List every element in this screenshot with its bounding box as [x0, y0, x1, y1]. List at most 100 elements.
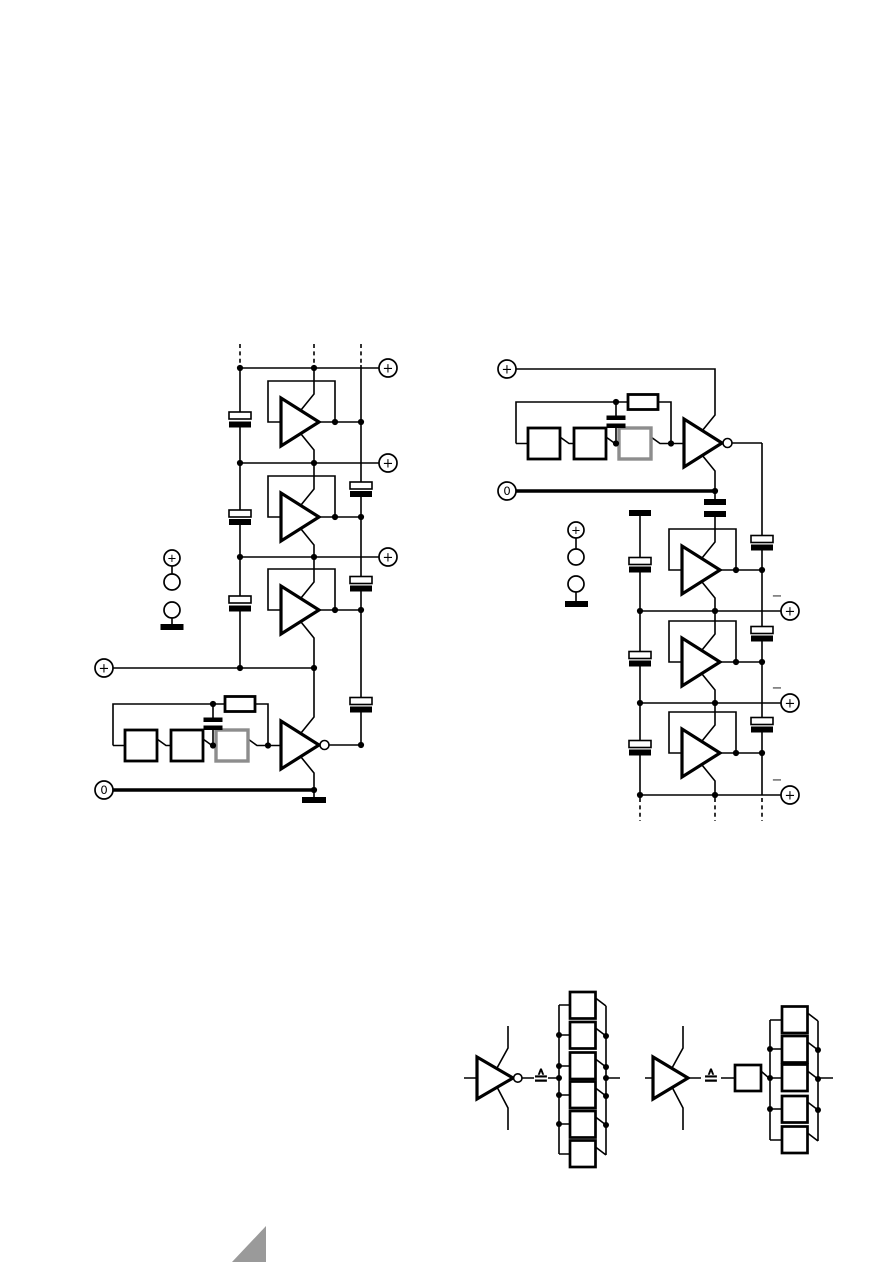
connector-plus-label: + — [167, 551, 177, 565]
capacitor-plate — [629, 566, 651, 573]
terminal-plus-label: + — [99, 662, 110, 677]
pump-capacitor — [628, 556, 652, 573]
capacitor-plate — [350, 491, 372, 497]
capacitor-plate — [704, 499, 726, 505]
inverter-gate-box — [780, 1005, 809, 1035]
positive-voltage-multiplier-circuit: + + + + — [94, 344, 398, 803]
inverter-gate-box — [568, 1109, 597, 1139]
terminal-zero-label: 0 — [100, 783, 107, 797]
capacitor-plate — [228, 595, 252, 604]
terminal-circle — [378, 453, 398, 473]
capacitor-plate — [350, 585, 372, 592]
inverter-gate-box — [568, 1020, 597, 1050]
logic-gate-box — [526, 426, 562, 461]
pump-capacitor — [628, 739, 652, 756]
logic-gate-box — [572, 426, 608, 461]
inverter-gate-box — [568, 1051, 597, 1081]
inverter-gate-box — [780, 1094, 809, 1124]
capacitor-plate — [349, 575, 373, 585]
equivalence-diagram-inverting: ≙ — [464, 990, 620, 1169]
inverter-gate-box — [568, 1139, 597, 1169]
page-corner-fold-icon — [232, 1226, 266, 1262]
inverter-gate-box — [568, 1080, 597, 1110]
parallel-gate-stack — [568, 990, 597, 1169]
resistor — [223, 695, 257, 713]
terminal-circle — [780, 785, 800, 805]
capacitor-plate — [628, 739, 652, 749]
junction-dots — [767, 1046, 821, 1113]
capacitor-plate — [751, 635, 773, 642]
junction-dots — [209, 364, 365, 794]
terminal-circle — [497, 481, 517, 501]
logic-gate-box-gray — [617, 426, 653, 461]
terminal-plus-label: + — [383, 362, 394, 377]
negative-voltage-multiplier-circuit: + + 0 + − — [497, 359, 800, 821]
wiring — [515, 368, 781, 796]
inverter-gate-box — [780, 1125, 809, 1155]
capacitor-plate — [203, 717, 223, 722]
polarity-minus-label: − — [772, 773, 783, 788]
inverter-bubble-icon — [512, 1073, 523, 1084]
capacitor-plate — [228, 411, 252, 420]
pump-capacitor — [228, 509, 252, 525]
junction-dots — [556, 1032, 609, 1128]
connector-plus-terminal — [163, 549, 181, 567]
capacitor-plate — [628, 650, 652, 660]
terminal-plus-label: + — [785, 697, 796, 712]
ground-symbol — [160, 624, 184, 630]
capacitor-plate — [229, 605, 251, 612]
capacitor-plate — [750, 716, 774, 726]
logic-gate-box — [169, 728, 205, 763]
terminal-circle — [780, 693, 800, 713]
output-terminal-plus: + — [378, 547, 398, 567]
polarity-minus-label: − — [772, 589, 783, 604]
connector-pin — [567, 548, 585, 566]
output-terminal-plus: + — [378, 358, 398, 378]
pump-capacitor — [228, 595, 252, 612]
storage-capacitor — [750, 716, 774, 733]
capacitor-plate — [628, 556, 652, 566]
terminal-plus-label: + — [502, 363, 513, 378]
equivalence-symbol: ≙ — [533, 1068, 549, 1090]
coupling-capacitor — [704, 499, 726, 517]
supply-connector-symbol: + — [565, 521, 588, 607]
terminal-zero-label: 0 — [503, 484, 510, 498]
inverter-gate-box — [780, 1034, 809, 1064]
ground-symbol — [302, 797, 326, 803]
terminal-circle — [780, 601, 800, 621]
terminal-plus-label: + — [785, 605, 796, 620]
capacitor-plate — [203, 725, 223, 730]
connector-plus-terminal — [567, 521, 585, 539]
output-terminal-plus: + − — [772, 589, 800, 621]
logic-gate-box-gray — [214, 728, 250, 763]
junction-dots — [612, 398, 766, 799]
oscillator-capacitor — [203, 717, 223, 730]
parallel-gate-stack — [780, 1005, 809, 1155]
output-terminal-plus: + − — [772, 773, 800, 805]
output-terminal-plus: + — [378, 453, 398, 473]
capacitor-plate — [349, 696, 373, 706]
terminal-circle — [497, 359, 517, 379]
capacitor-plate — [704, 511, 726, 517]
wiring — [112, 365, 379, 797]
continuation-dashes-top — [239, 344, 362, 365]
pump-capacitor — [628, 650, 652, 667]
inverter-amplifier — [682, 417, 734, 469]
connector-pin — [163, 573, 181, 591]
capacitor-plate — [350, 706, 372, 713]
storage-capacitor — [750, 625, 774, 642]
terminal-circle — [94, 780, 114, 800]
terminal-circle — [94, 658, 114, 678]
wiring — [464, 997, 620, 1156]
equivalence-diagram-noninverting: ≙ — [645, 1005, 833, 1155]
capacitor-plate — [629, 749, 651, 756]
capacitor-plate — [751, 726, 773, 733]
ground-terminal-zero: 0 — [497, 481, 517, 501]
capacitor-plate — [606, 423, 626, 428]
input-terminal-plus: + — [94, 658, 114, 678]
terminal-circle — [378, 547, 398, 567]
capacitor-plate — [228, 509, 252, 518]
capacitor-plate — [629, 660, 651, 667]
capacitor-plate — [750, 534, 774, 544]
